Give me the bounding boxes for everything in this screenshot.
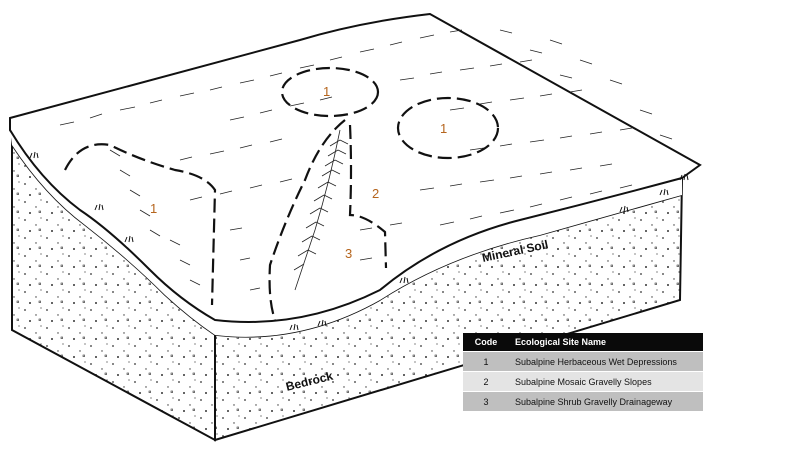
legend-code: 3 xyxy=(463,391,509,411)
legend-row: 1 Subalpine Herbaceous Wet Depressions xyxy=(463,351,703,372)
top-surface xyxy=(9,12,702,323)
legend-row: 3 Subalpine Shrub Gravelly Drainageway xyxy=(463,391,703,411)
surface-hatching xyxy=(59,29,673,291)
site-boundaries xyxy=(64,66,500,321)
legend-site-name: Subalpine Shrub Gravelly Drainageway xyxy=(509,391,703,411)
legend-code: 1 xyxy=(463,351,509,372)
legend-code: 2 xyxy=(463,371,509,392)
legend-row: 2 Subalpine Mosaic Gravelly Slopes xyxy=(463,371,703,392)
legend-header-code: Code xyxy=(463,333,509,352)
unit-2-label: 2 xyxy=(372,186,379,201)
drainageway-hatch xyxy=(293,129,349,291)
grass-tufts xyxy=(29,151,689,331)
unit-3-label: 3 xyxy=(345,246,352,261)
legend-site-name: Subalpine Herbaceous Wet Depressions xyxy=(509,351,703,372)
legend-header-name: Ecological Site Name xyxy=(509,333,703,352)
unit-1-label-upper: 1 xyxy=(323,84,330,99)
legend-header-row: Code Ecological Site Name xyxy=(463,333,703,352)
boundary-unit-1-left xyxy=(64,143,217,306)
legend-site-name: Subalpine Mosaic Gravelly Slopes xyxy=(509,371,703,392)
boundary-unit-3 xyxy=(268,119,346,321)
boundary-unit-1-right xyxy=(396,96,500,160)
boundary-unit-1-upper xyxy=(280,66,380,118)
unit-1-label-left: 1 xyxy=(150,201,157,216)
unit-1-label-right: 1 xyxy=(440,121,447,136)
legend-table: Code Ecological Site Name 1 Subalpine He… xyxy=(463,333,703,411)
boundary-unit-2 xyxy=(348,124,388,269)
